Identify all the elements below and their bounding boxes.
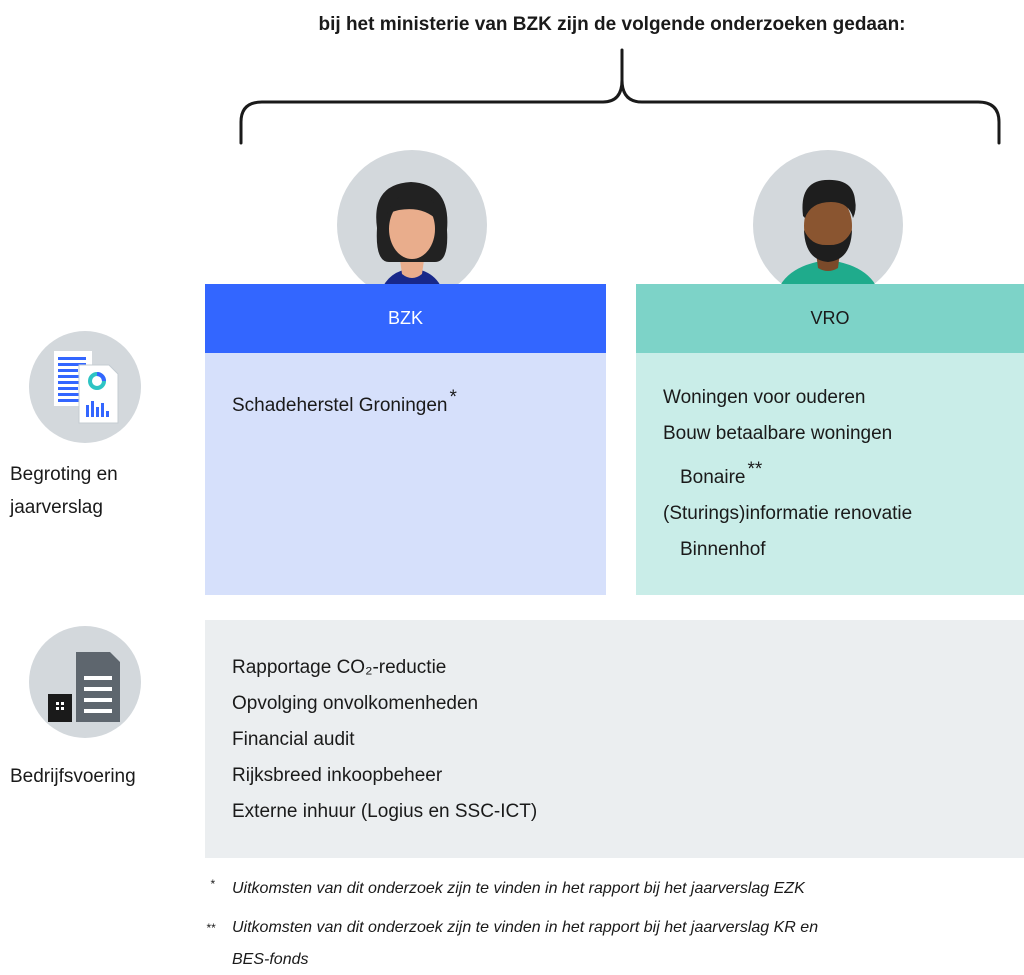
building-icon — [29, 626, 141, 738]
list-item: Bouw betaalbare woningen — [663, 423, 893, 444]
footnote-text: Uitkomsten van dit onderzoek zijn te vin… — [232, 880, 805, 897]
row-label-operations: Bedrijfsvoering — [10, 766, 136, 787]
column-body-vro: Woningen voor ouderen Bouw betaalbare wo… — [636, 353, 1024, 595]
column-header-vro: VRO — [636, 284, 1024, 353]
list-item: Financial audit — [232, 729, 355, 750]
list-item: Externe inhuur (Logius en SSC-ICT) — [232, 801, 538, 822]
report-icon — [29, 331, 141, 443]
list-item: Opvolging onvolkomenheden — [232, 693, 479, 714]
operations-panel: Rapportage CO₂-reductie Opvolging onvolk… — [205, 620, 1024, 858]
list-item: (Sturings)informatie renovatie — [663, 503, 913, 524]
footnote-marker: * — [449, 387, 457, 408]
list-item: Bonaire** — [680, 459, 763, 488]
list-item: Binnenhof — [680, 539, 766, 560]
column-body-bzk: Schadeherstel Groningen* — [205, 353, 606, 595]
man-avatar-icon — [753, 150, 903, 300]
list-item: Rapportage CO₂-reductie — [232, 657, 447, 678]
bracket — [239, 48, 1001, 145]
list-item: Rijksbreed inkoopbeheer — [232, 765, 443, 786]
footnote-mark: ** — [206, 921, 216, 935]
footnote-text: Uitkomsten van dit onderzoek zijn te vin… — [232, 919, 819, 968]
footnote-mark: * — [210, 877, 215, 891]
footnote-marker: ** — [747, 459, 763, 480]
woman-avatar-icon — [337, 150, 487, 300]
list-item: Woningen voor ouderen — [663, 387, 866, 408]
row-label-budget: Begroting en jaarverslag — [10, 464, 118, 518]
diagram-title: bij het ministerie van BZK zijn de volge… — [318, 14, 906, 35]
list-item: Schadeherstel Groningen* — [232, 387, 457, 416]
column-header-bzk: BZK — [205, 284, 606, 353]
